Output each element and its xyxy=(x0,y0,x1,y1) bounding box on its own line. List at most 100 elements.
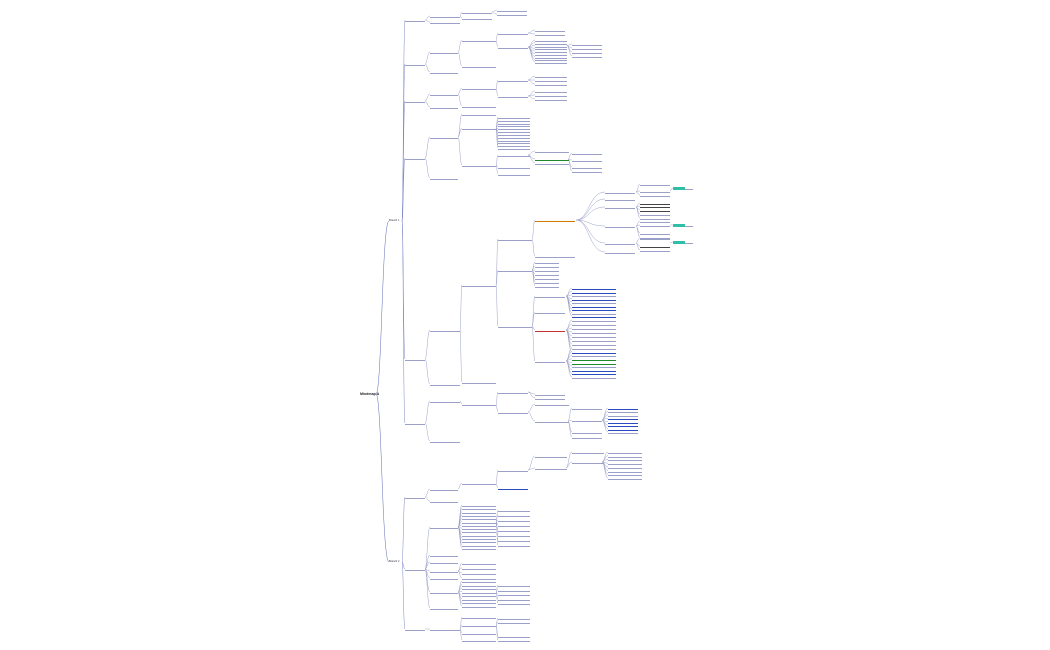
mindmap-node[interactable] xyxy=(535,49,567,51)
mindmap-node[interactable] xyxy=(430,609,458,610)
mindmap-node[interactable] xyxy=(640,222,670,223)
mindmap-node[interactable] xyxy=(535,41,567,42)
mindmap-node[interactable] xyxy=(498,531,530,532)
mindmap-node[interactable] xyxy=(572,463,604,464)
mindmap-node[interactable] xyxy=(430,563,458,564)
mindmap-node[interactable] xyxy=(605,227,635,228)
mindmap-node[interactable] xyxy=(498,413,528,414)
mindmap-node[interactable] xyxy=(640,239,670,240)
mindmap-node[interactable] xyxy=(462,405,496,406)
mindmap-node[interactable] xyxy=(430,630,460,631)
mindmap-node[interactable] xyxy=(462,522,496,524)
mindmap-node[interactable] xyxy=(462,545,496,547)
mindmap-node[interactable] xyxy=(535,43,567,45)
mindmap-node[interactable] xyxy=(535,46,567,48)
mindmap-node[interactable] xyxy=(572,349,616,350)
mindmap-node[interactable] xyxy=(535,287,559,288)
mindmap-node[interactable] xyxy=(572,49,602,50)
mindmap-node[interactable] xyxy=(462,564,496,565)
mindmap-node[interactable] xyxy=(535,283,559,284)
mindmap-node[interactable] xyxy=(535,279,559,280)
mindmap-node[interactable] xyxy=(498,149,530,150)
mindmap-node[interactable] xyxy=(462,529,496,531)
mindmap-node[interactable] xyxy=(640,204,670,205)
mindmap-node[interactable] xyxy=(430,331,460,332)
mindmap-node[interactable] xyxy=(405,159,425,160)
mindmap-node[interactable] xyxy=(535,221,575,222)
mindmap-node[interactable] xyxy=(430,556,458,557)
mindmap-node[interactable] xyxy=(462,129,496,130)
mindmap-node[interactable] xyxy=(430,73,458,74)
mindmap-node[interactable] xyxy=(572,303,616,304)
mindmap-node[interactable] xyxy=(640,211,670,212)
mindmap-node[interactable] xyxy=(535,54,567,56)
mindmap-node[interactable] xyxy=(572,296,616,297)
mindmap-node[interactable] xyxy=(430,23,460,24)
mindmap-node[interactable] xyxy=(498,143,530,145)
mindmap-node[interactable] xyxy=(608,433,638,434)
mindmap-node[interactable] xyxy=(535,96,567,97)
mindmap-node[interactable] xyxy=(498,123,530,125)
mindmap-node[interactable] xyxy=(462,599,496,601)
mindmap-node[interactable] xyxy=(430,17,460,18)
mindmap-node[interactable] xyxy=(572,172,602,173)
mindmap-node[interactable] xyxy=(462,383,496,384)
mindmap-node[interactable] xyxy=(608,429,638,431)
mindmap-node[interactable] xyxy=(462,506,496,507)
mindmap-node[interactable] xyxy=(498,156,530,157)
mindmap-node[interactable] xyxy=(462,484,496,485)
mindmap-node[interactable] xyxy=(462,107,496,108)
branch-node-1[interactable]: Branch 1 xyxy=(389,219,400,222)
mindmap-node[interactable] xyxy=(462,519,496,521)
mindmap-node[interactable] xyxy=(462,509,496,511)
tag-badge[interactable] xyxy=(673,241,685,244)
mindmap-node[interactable] xyxy=(430,385,460,386)
mindmap-node[interactable] xyxy=(430,579,458,580)
mindmap-node[interactable] xyxy=(535,60,567,62)
mindmap-node[interactable] xyxy=(498,526,530,527)
mindmap-node[interactable] xyxy=(608,464,642,466)
mindmap-node[interactable] xyxy=(572,359,616,361)
mindmap-node[interactable] xyxy=(605,193,635,194)
mindmap-node[interactable] xyxy=(498,271,532,272)
mindmap-node[interactable] xyxy=(462,618,496,619)
mindmap-node[interactable] xyxy=(572,378,616,379)
mindmap-node[interactable] xyxy=(640,219,670,220)
mindmap-node[interactable] xyxy=(405,424,425,425)
mindmap-node[interactable] xyxy=(640,234,670,235)
mindmap-node[interactable] xyxy=(498,586,530,587)
mindmap-node[interactable] xyxy=(405,65,425,66)
mindmap-node[interactable] xyxy=(462,67,496,68)
mindmap-node[interactable] xyxy=(462,512,496,514)
mindmap-node[interactable] xyxy=(572,453,604,454)
mindmap-node[interactable] xyxy=(462,585,496,587)
mindmap-node[interactable] xyxy=(572,317,616,318)
mindmap-node[interactable] xyxy=(608,426,638,428)
mindmap-node[interactable] xyxy=(535,263,559,264)
mindmap-node[interactable] xyxy=(605,208,635,209)
mindmap-node[interactable] xyxy=(405,21,425,22)
mindmap-node[interactable] xyxy=(498,168,530,169)
mindmap-node[interactable] xyxy=(498,489,528,490)
mindmap-node[interactable] xyxy=(572,306,616,308)
root-node[interactable]: Mindmap A xyxy=(360,392,380,396)
mindmap-node[interactable] xyxy=(405,570,425,571)
mindmap-node[interactable] xyxy=(498,521,530,522)
mindmap-node[interactable] xyxy=(535,81,567,82)
mindmap-node[interactable] xyxy=(572,310,616,311)
mindmap-node[interactable] xyxy=(535,362,565,363)
mindmap-node[interactable] xyxy=(535,331,565,332)
mindmap-node[interactable] xyxy=(430,95,458,96)
mindmap-node[interactable] xyxy=(535,313,565,314)
mindmap-node[interactable] xyxy=(462,115,496,116)
mindmap-node[interactable] xyxy=(430,528,458,529)
mindmap-node[interactable] xyxy=(535,31,565,32)
mindmap-node[interactable] xyxy=(572,374,616,376)
mindmap-node[interactable] xyxy=(608,412,638,414)
mindmap-node[interactable] xyxy=(608,456,642,458)
mindmap-node[interactable] xyxy=(462,13,492,14)
mindmap-node[interactable] xyxy=(640,215,670,216)
mindmap-node[interactable] xyxy=(535,77,567,78)
mindmap-node[interactable] xyxy=(430,502,458,503)
